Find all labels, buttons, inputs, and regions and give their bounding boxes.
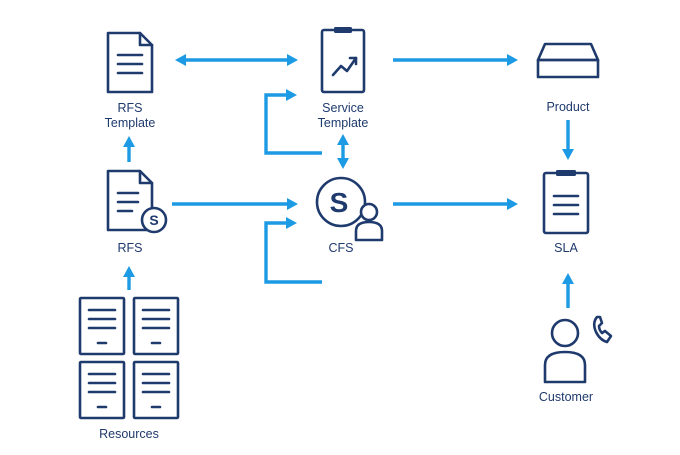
product-box-icon [536,42,600,79]
rfs-badge-icon: S [140,206,168,234]
cfs-badge-letter: S [330,187,349,218]
resources-label: Resources [99,427,159,441]
arrow-cfs-sla [393,198,518,210]
arrow-resources-rfs [123,266,135,290]
service-template-label: Service Template [317,101,369,130]
rfs-document-icon [106,169,154,232]
sla-clipboard-icon [542,170,590,235]
arrow-rfs-template-service-template [175,54,298,66]
rfs-template-label: RFS Template [104,101,156,130]
customer-label: Customer [538,390,594,404]
arrow-rfs-cfs [172,198,298,210]
sla-label: SLA [554,241,578,255]
arrow-service-template-loop [264,89,322,155]
resources-server-rack-icon [78,296,180,420]
arrow-service-template-product [393,54,518,66]
service-template-clipboard-chart-icon [320,27,366,94]
cfs-label: CFS [328,241,354,255]
rfs-label: RFS [117,241,143,255]
rfs-badge-letter: S [149,212,158,228]
customer-phone-icon [543,315,613,384]
arrow-cfs-loop [264,217,322,284]
arrow-service-template-cfs [337,134,349,169]
arrow-rfs-rfs-template [123,136,135,162]
rfs-template-document-icon [106,31,154,94]
arrow-product-sla [562,120,574,160]
product-label: Product [546,100,590,114]
cfs-service-user-icon: S [315,176,384,242]
arrow-customer-sla [562,273,574,308]
